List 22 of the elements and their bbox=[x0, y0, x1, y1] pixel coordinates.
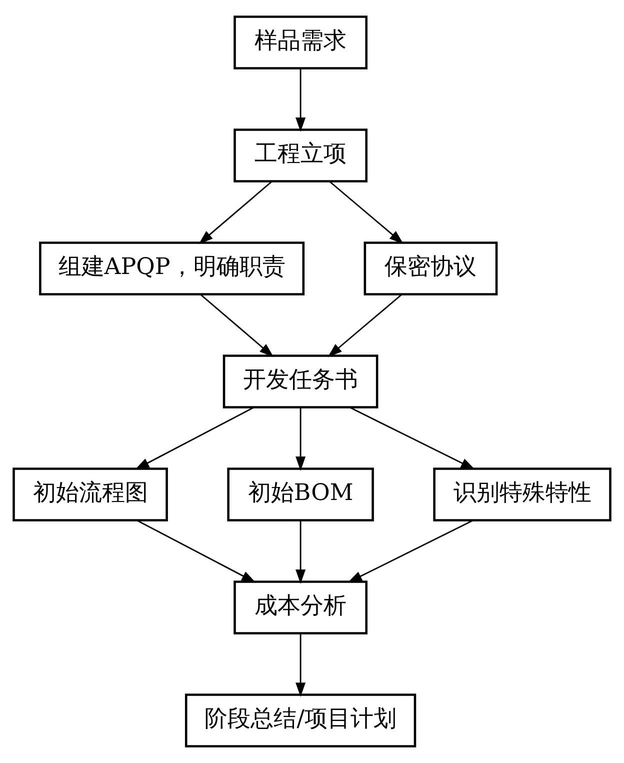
arrow bbox=[198, 180, 272, 244]
arrow bbox=[349, 406, 476, 470]
node-box: 样品需求 bbox=[234, 16, 368, 70]
node-box: 成本分析 bbox=[234, 580, 368, 634]
node-box: 初始BOM bbox=[227, 468, 374, 522]
arrow bbox=[134, 406, 254, 470]
arrow bbox=[296, 407, 306, 471]
node-box: 开发任务书 bbox=[222, 354, 378, 408]
node-box: 初始流程图 bbox=[12, 468, 168, 522]
arrow bbox=[348, 520, 474, 583]
node-box: 组建APQP，明确职责 bbox=[39, 242, 305, 296]
node-box: 保密协议 bbox=[364, 242, 498, 296]
arrow bbox=[328, 180, 404, 244]
arrow bbox=[296, 68, 306, 132]
node-box: 工程立项 bbox=[234, 128, 368, 182]
arrow bbox=[136, 520, 256, 583]
node-box: 阶段总结/项目计划 bbox=[184, 694, 416, 748]
arrow bbox=[328, 294, 402, 358]
node-box: 识别特殊特性 bbox=[433, 468, 612, 522]
arrow bbox=[296, 520, 306, 584]
arrow bbox=[296, 633, 306, 697]
arrow bbox=[200, 294, 274, 358]
